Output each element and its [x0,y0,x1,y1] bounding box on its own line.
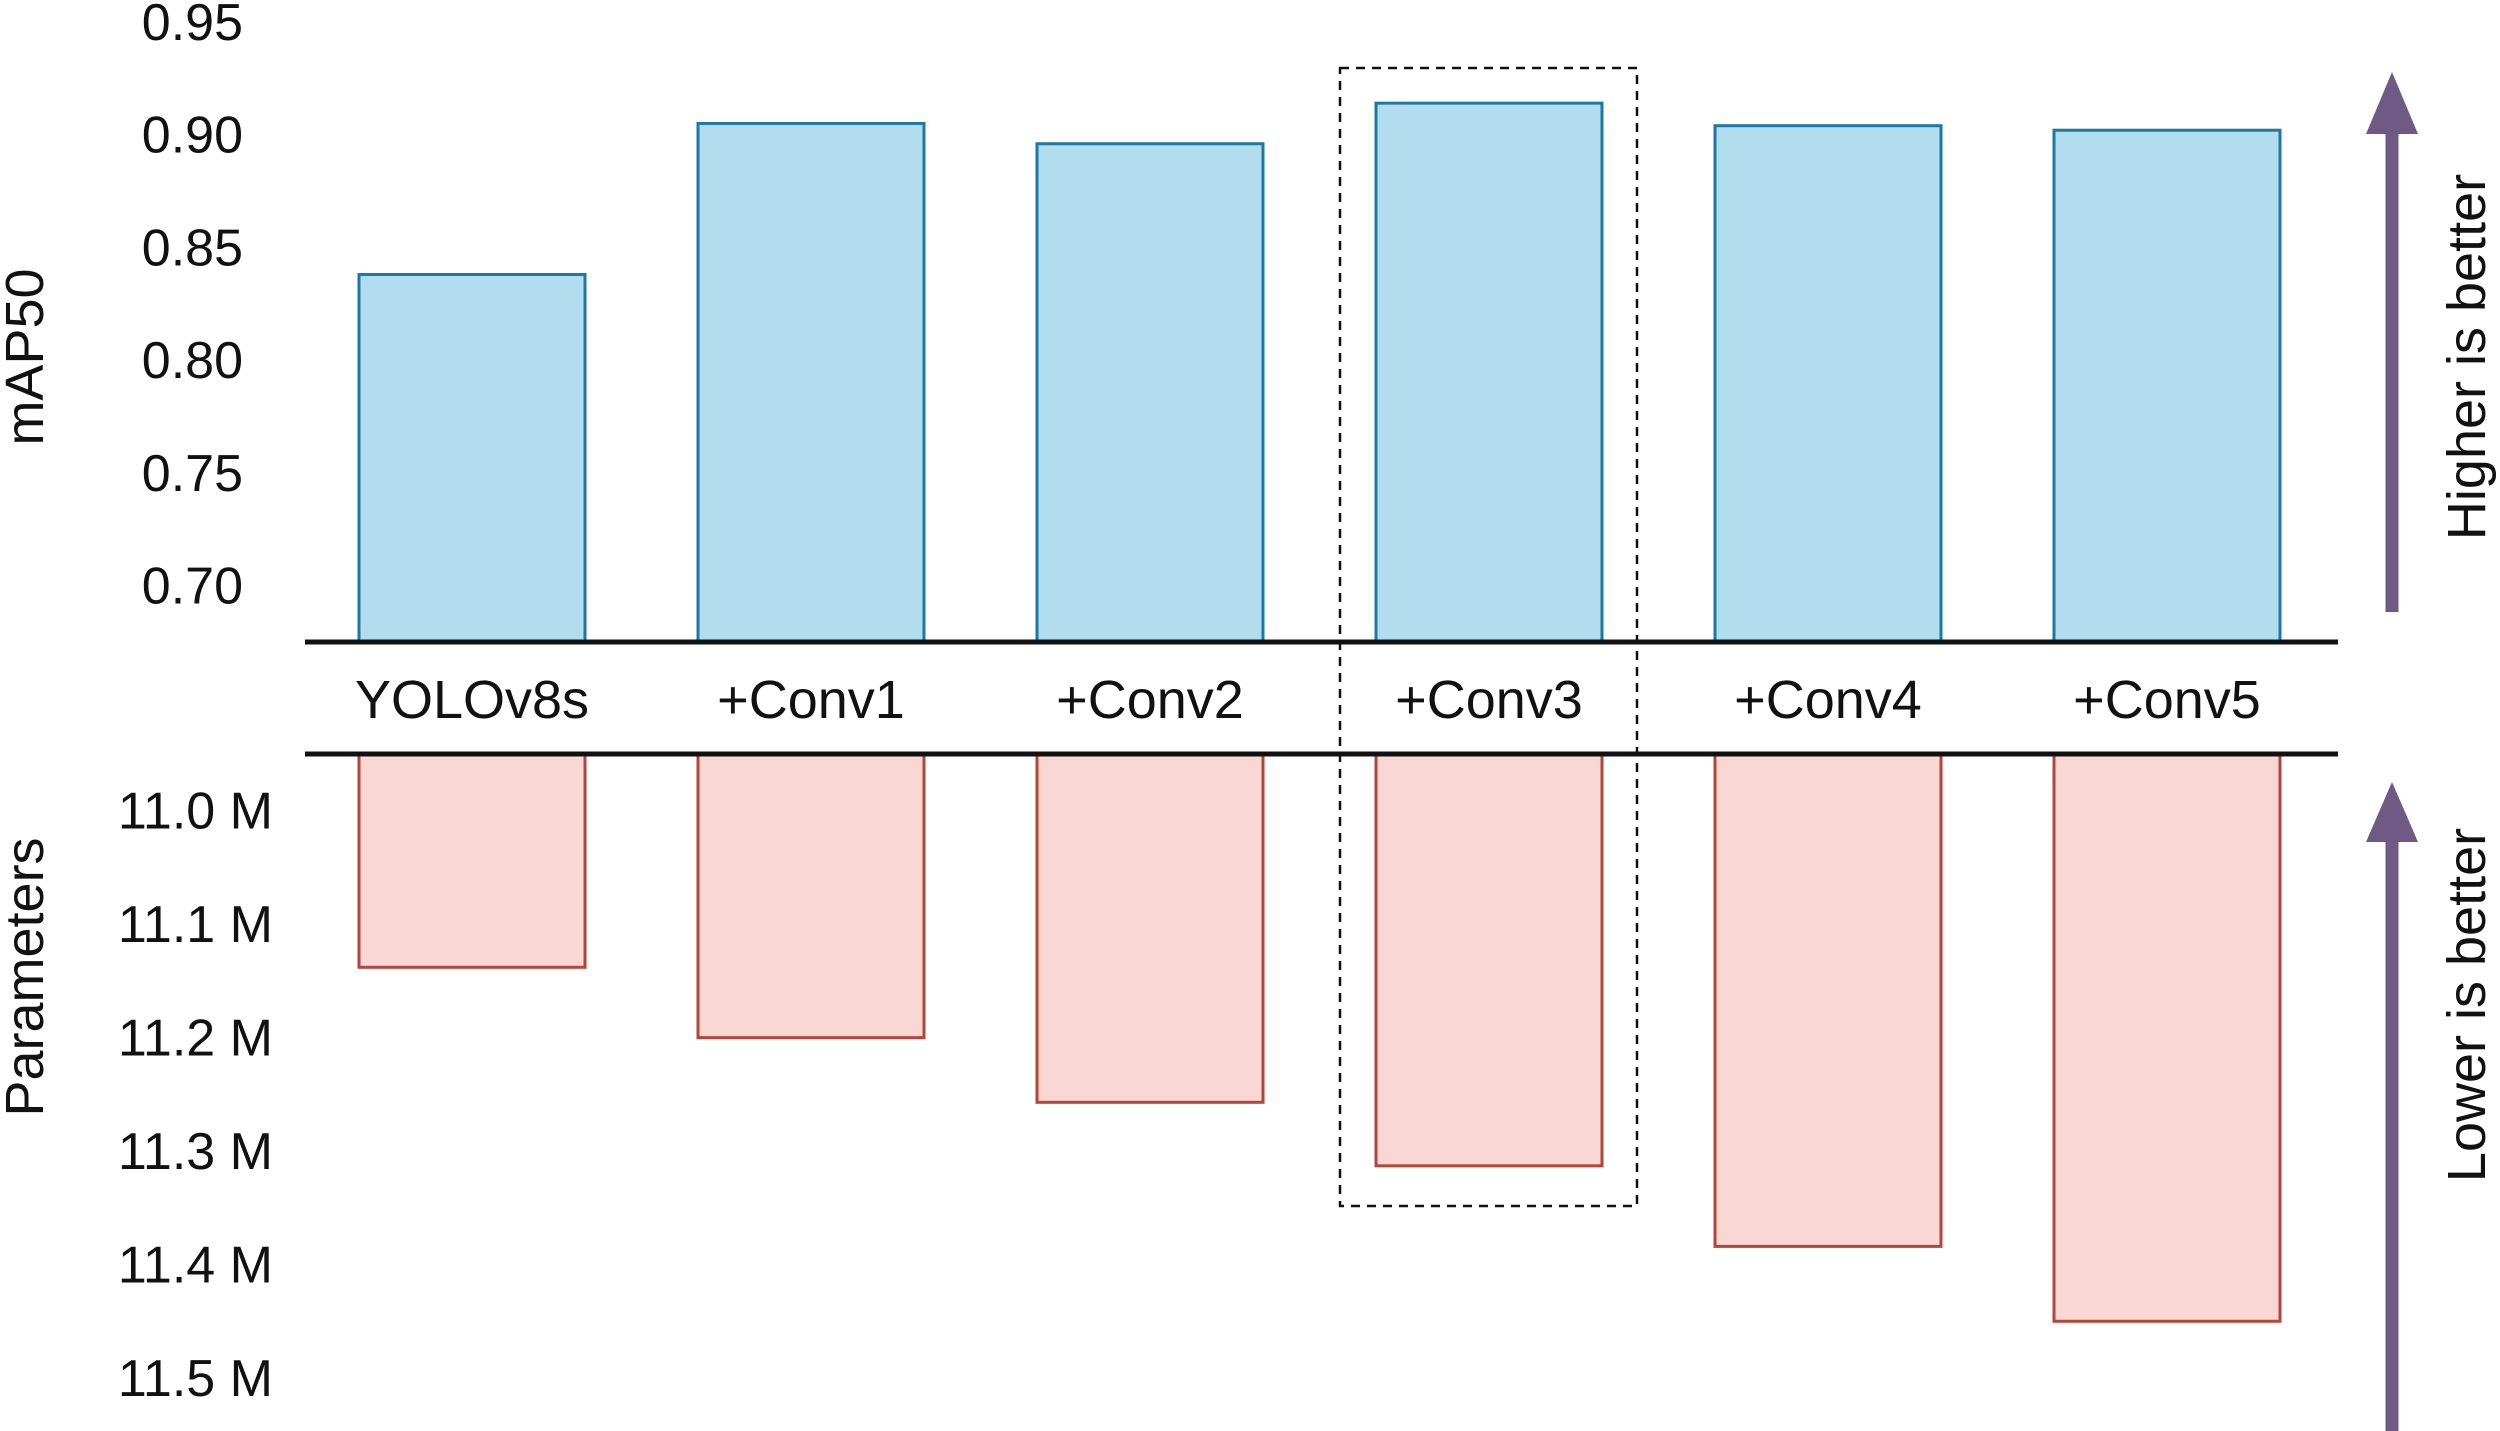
map50-tick-label: 0.70 [142,558,243,616]
lower-is-better-arrow [2366,782,2418,1431]
category-label-conv1: +Conv1 [717,670,905,730]
lower-is-better-label: Lower is better [2437,828,2497,1182]
category-label-conv4: +Conv4 [1734,670,1922,730]
map50-tick-label: 0.85 [142,219,243,277]
higher-arrow-head [2366,72,2418,134]
category-label-conv2: +Conv2 [1056,670,1244,730]
parameter-tick-label: 11.4 M [118,1237,273,1295]
map50-bar-yolov8s [357,273,587,644]
parameter-bar-conv4 [1713,752,1943,1248]
parameter-bars [357,752,2282,1323]
map50-tick-label: 0.80 [142,332,243,390]
parameter-tick-label: 11.3 M [118,1123,273,1181]
parameters-axis-title: Parameters [0,837,55,1116]
category-label-conv5: +Conv5 [2073,670,2261,730]
higher-is-better-arrow [2366,72,2418,612]
parameter-tick-label: 11.2 M [118,1010,273,1068]
parameter-bar-yolov8s [357,752,587,969]
category-label-conv3: +Conv3 [1395,670,1583,730]
map50-tick-label: 0.95 [142,0,243,52]
highlight-box [1338,66,1639,1208]
map50-bar-conv5 [2052,128,2282,644]
parameter-bar-conv2 [1035,752,1265,1104]
map50-bar-conv2 [1035,142,1265,644]
parameter-bar-conv3 [1374,752,1604,1168]
parameter-bar-conv5 [2052,752,2282,1323]
category-labels: YOLOv8s +Conv1 +Conv2 +Conv3 +Conv4 +Conv5 [355,670,2261,730]
parameter-tick-labels: 11.0 M 11.1 M 11.2 M 11.3 M 11.4 M 11.5 M [118,783,273,1408]
parameter-tick-label: 11.1 M [118,896,273,954]
map50-tick-labels: 0.70 0.75 0.80 0.85 0.90 0.95 [142,0,243,616]
map50-bar-conv4 [1713,124,1943,644]
category-label-yolov8s: YOLOv8s [355,670,589,730]
parameter-tick-label: 11.0 M [118,783,273,841]
parameter-bar-conv1 [696,752,926,1040]
map50-tick-label: 0.90 [142,107,243,165]
map50-bars [357,101,2282,644]
map50-tick-label: 0.75 [142,445,243,503]
parameter-tick-label: 11.5 M [118,1350,273,1408]
higher-is-better-label: Higher is better [2437,174,2497,540]
map50-bar-conv3 [1374,101,1604,644]
map50-axis-title: mAP50 [0,268,55,445]
lower-arrow-head [2366,782,2418,842]
map50-bar-conv1 [696,121,926,644]
